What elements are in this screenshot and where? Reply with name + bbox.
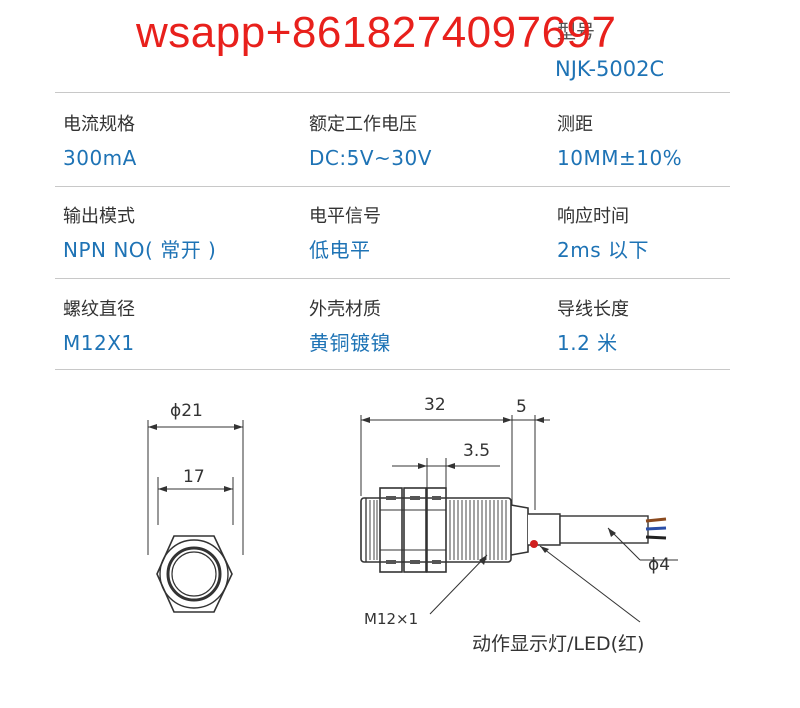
spec-level-signal: 电平信号 低电平 xyxy=(309,206,549,263)
spec-value: M12X1 xyxy=(63,331,135,355)
spec-range: 测距 10MM±10% xyxy=(557,114,797,171)
thread-label: M12×1 xyxy=(364,610,418,628)
spec-value: DC:5V~30V xyxy=(309,146,432,170)
spec-value: 黄铜镀镍 xyxy=(309,331,391,355)
spec-value: NPN NO( 常开 ) xyxy=(63,238,217,262)
spec-value: 300mA xyxy=(63,146,137,170)
spec-voltage: 额定工作电压 DC:5V~30V xyxy=(309,114,549,171)
spec-label: 电流规格 xyxy=(63,114,135,135)
led-label: 动作显示灯/LED(红) xyxy=(472,633,644,655)
dim-inner-width: 17 xyxy=(183,467,205,487)
dim-outer-diameter: ϕ21 xyxy=(170,401,203,421)
dim-body-length: 32 xyxy=(424,395,446,415)
top-divider xyxy=(55,92,730,93)
spec-housing: 外壳材质 黄铜镀镍 xyxy=(309,299,549,356)
bottom-divider xyxy=(55,369,730,370)
spec-label: 导线长度 xyxy=(557,299,629,320)
watermark-text: wsapp+8618274097697 xyxy=(136,8,617,57)
dim-nut-width: 3.5 xyxy=(463,441,490,461)
row-divider xyxy=(55,186,730,187)
spec-label: 测距 xyxy=(557,114,593,135)
model-value: NJK-5002C xyxy=(555,57,665,81)
spec-value: 2ms 以下 xyxy=(557,238,649,262)
dim-cable-diameter: ϕ4 xyxy=(648,555,670,575)
spec-label: 电平信号 xyxy=(309,206,381,227)
spec-value: 低电平 xyxy=(309,238,371,262)
spec-cable-length: 导线长度 1.2 米 xyxy=(557,299,797,356)
spec-label: 螺纹直径 xyxy=(63,299,135,320)
spec-current: 电流规格 300mA xyxy=(63,114,303,171)
spec-value: 1.2 米 xyxy=(557,331,618,355)
spec-response-time: 响应时间 2ms 以下 xyxy=(557,206,797,263)
spec-output-mode: 输出模式 NPN NO( 常开 ) xyxy=(63,206,303,263)
spec-label: 输出模式 xyxy=(63,206,135,227)
spec-value: 10MM±10% xyxy=(557,146,683,170)
row-divider xyxy=(55,278,730,279)
spec-label: 外壳材质 xyxy=(309,299,381,320)
spec-label: 响应时间 xyxy=(557,206,629,227)
model-label: 型号 xyxy=(557,21,596,43)
dim-cable-stub: 5 xyxy=(516,397,527,417)
spec-label: 额定工作电压 xyxy=(309,114,417,135)
led-indicator-icon xyxy=(530,540,538,548)
spec-thread: 螺纹直径 M12X1 xyxy=(63,299,303,356)
